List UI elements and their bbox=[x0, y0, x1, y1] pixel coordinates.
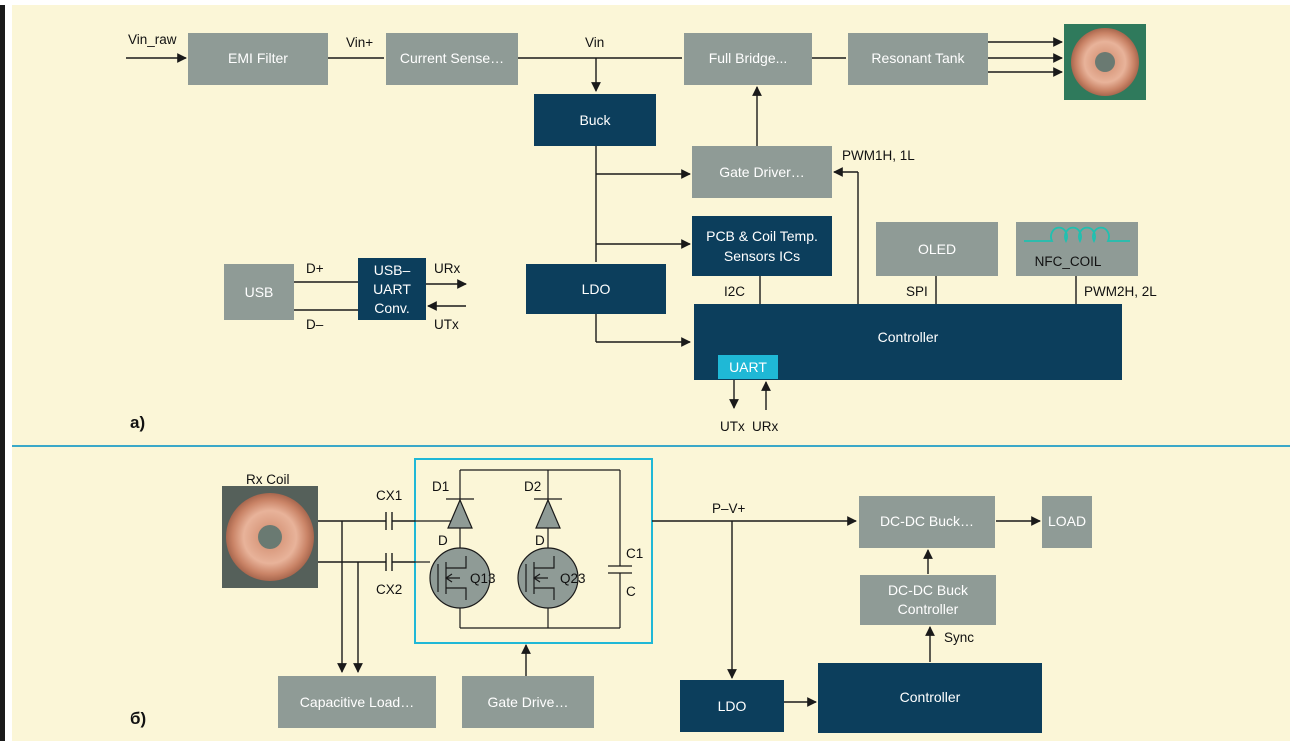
load-block bbox=[1042, 496, 1092, 548]
d-left-label: D bbox=[438, 533, 448, 548]
cx1-label: CX1 bbox=[376, 488, 402, 503]
buck-block bbox=[534, 94, 656, 146]
capacitive-load-label: Capacitive Load… bbox=[300, 694, 414, 710]
d1-label: D1 bbox=[432, 479, 449, 494]
dcdc-buck-label: DC-DC Buck… bbox=[880, 513, 974, 529]
vin-label: Vin bbox=[585, 35, 604, 50]
resonant-tank-label: Resonant Tank bbox=[871, 50, 965, 66]
dcdc-buck-block bbox=[859, 496, 995, 548]
uart-urx-label: URx bbox=[752, 419, 778, 434]
usb-label: USB bbox=[245, 284, 274, 300]
diode-d2-icon bbox=[535, 498, 561, 529]
gate-drive-block bbox=[462, 676, 594, 728]
rectifier-frame bbox=[414, 458, 653, 644]
d2-label: D2 bbox=[524, 479, 541, 494]
usb-uart-label-line3: Conv. bbox=[374, 300, 410, 316]
vin-raw-label: Vin_raw bbox=[128, 32, 177, 47]
ldo-block-b bbox=[680, 680, 784, 732]
controller-label-a: Controller bbox=[878, 329, 939, 345]
tx-coil-image bbox=[1064, 24, 1146, 100]
emi-filter-label: EMI Filter bbox=[228, 50, 288, 66]
usb-uart-label-line1: USB– bbox=[374, 262, 411, 278]
controller-label-b: Controller bbox=[900, 689, 961, 705]
buck-label: Buck bbox=[579, 112, 611, 128]
i2c-label: I2C bbox=[724, 284, 745, 299]
utx-label: UTx bbox=[434, 317, 459, 332]
uart-label: UART bbox=[729, 359, 767, 375]
temp-sensors-label-line2: Sensors ICs bbox=[724, 248, 800, 264]
pwm1-label: PWM1H, 1L bbox=[842, 148, 915, 163]
inductor-icon bbox=[1024, 226, 1130, 244]
oled-block bbox=[876, 222, 998, 276]
usb-block bbox=[224, 264, 294, 320]
emi-filter-block bbox=[188, 33, 328, 85]
urx-label: URx bbox=[434, 261, 460, 276]
d-minus-label: D– bbox=[306, 317, 324, 332]
ldo-label-a: LDO bbox=[582, 281, 611, 297]
dcdc-controller-block bbox=[860, 575, 996, 625]
current-sense-block bbox=[386, 33, 518, 85]
c1-label: C1 bbox=[626, 546, 643, 561]
full-bridge-block bbox=[684, 33, 812, 85]
diode-d1-icon bbox=[447, 498, 473, 529]
panel-b: Rx Coil CX1 CX2 bbox=[130, 458, 1092, 733]
dcdc-controller-label-line1: DC-DC Buck bbox=[888, 582, 969, 598]
panel-a: EMI Filter Current Sense… Full Bridge...… bbox=[126, 24, 1157, 434]
pwm2-label: PWM2H, 2L bbox=[1084, 284, 1157, 299]
dcdc-controller-label-line2: Controller bbox=[898, 601, 959, 617]
capacitive-load-block bbox=[278, 676, 436, 728]
resonant-tank-block bbox=[848, 33, 988, 85]
c-label: C bbox=[626, 584, 636, 599]
cx2-label: CX2 bbox=[376, 582, 402, 597]
d-plus-label: D+ bbox=[306, 261, 324, 276]
gate-driver-label: Gate Driver… bbox=[719, 164, 805, 180]
temp-sensors-label-line1: PCB & Coil Temp. bbox=[706, 228, 818, 244]
uart-utx-label: UTx bbox=[720, 419, 745, 434]
d-right-label: D bbox=[535, 533, 545, 548]
sync-label: Sync bbox=[944, 630, 974, 645]
usb-uart-label-line2: UART bbox=[373, 281, 411, 297]
nfc-coil-label: NFC_COIL bbox=[1035, 254, 1102, 269]
q23-label: Q23 bbox=[560, 571, 586, 586]
ldo-label-b: LDO bbox=[718, 698, 747, 714]
oled-label: OLED bbox=[918, 241, 956, 257]
q13-label: Q13 bbox=[470, 571, 496, 586]
usb-uart-block bbox=[358, 258, 426, 320]
controller-block-b bbox=[818, 663, 1042, 733]
ldo-block-a bbox=[526, 264, 666, 314]
left-border bbox=[0, 5, 5, 741]
spi-label: SPI bbox=[906, 284, 928, 299]
rx-coil-label: Rx Coil bbox=[246, 472, 290, 487]
pv-plus-label: P–V+ bbox=[712, 501, 746, 516]
uart-block bbox=[718, 355, 778, 379]
full-bridge-label: Full Bridge... bbox=[709, 50, 788, 66]
vin-plus-label: Vin+ bbox=[346, 35, 373, 50]
rx-coil-image bbox=[222, 486, 318, 588]
panel-b-label: б) bbox=[130, 709, 146, 728]
current-sense-label: Current Sense… bbox=[400, 50, 504, 66]
gate-driver-block bbox=[692, 146, 832, 198]
load-label: LOAD bbox=[1048, 513, 1086, 529]
panel-a-label: a) bbox=[130, 413, 145, 432]
nfc-coil-block bbox=[1016, 222, 1138, 276]
gate-drive-label: Gate Drive… bbox=[488, 694, 569, 710]
temp-sensors-block bbox=[692, 216, 832, 276]
